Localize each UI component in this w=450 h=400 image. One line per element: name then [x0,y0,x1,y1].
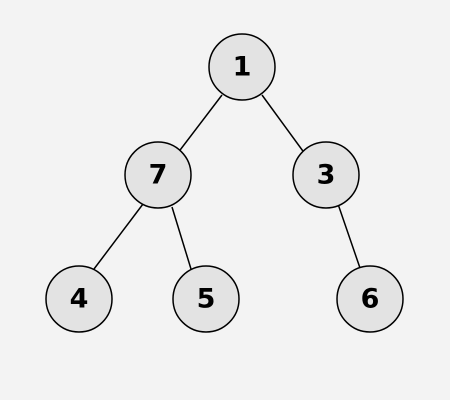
node-label: 1 [233,52,252,83]
node-circle [124,141,192,209]
node-label: 3 [317,160,336,191]
tree-node: 5 [172,265,240,333]
node-circle [292,141,360,209]
tree-node: 4 [45,265,113,333]
edges [93,94,361,270]
edge-3-6 [337,203,361,269]
node-circle [208,33,276,101]
edge-1-3 [261,94,309,159]
node-circle [336,265,404,333]
edge-7-5 [171,206,192,270]
node-circle [45,265,113,333]
edge-1-7 [173,94,223,159]
node-label: 6 [361,284,380,315]
node-label: 7 [149,160,168,191]
edge-7-4 [93,203,144,270]
tree-node: 6 [336,265,404,333]
node-label: 4 [70,284,89,315]
node-circle [172,265,240,333]
node-label: 5 [197,284,216,315]
tree-node: 1 [208,33,276,101]
tree-node: 3 [292,141,360,209]
tree-node: 7 [124,141,192,209]
